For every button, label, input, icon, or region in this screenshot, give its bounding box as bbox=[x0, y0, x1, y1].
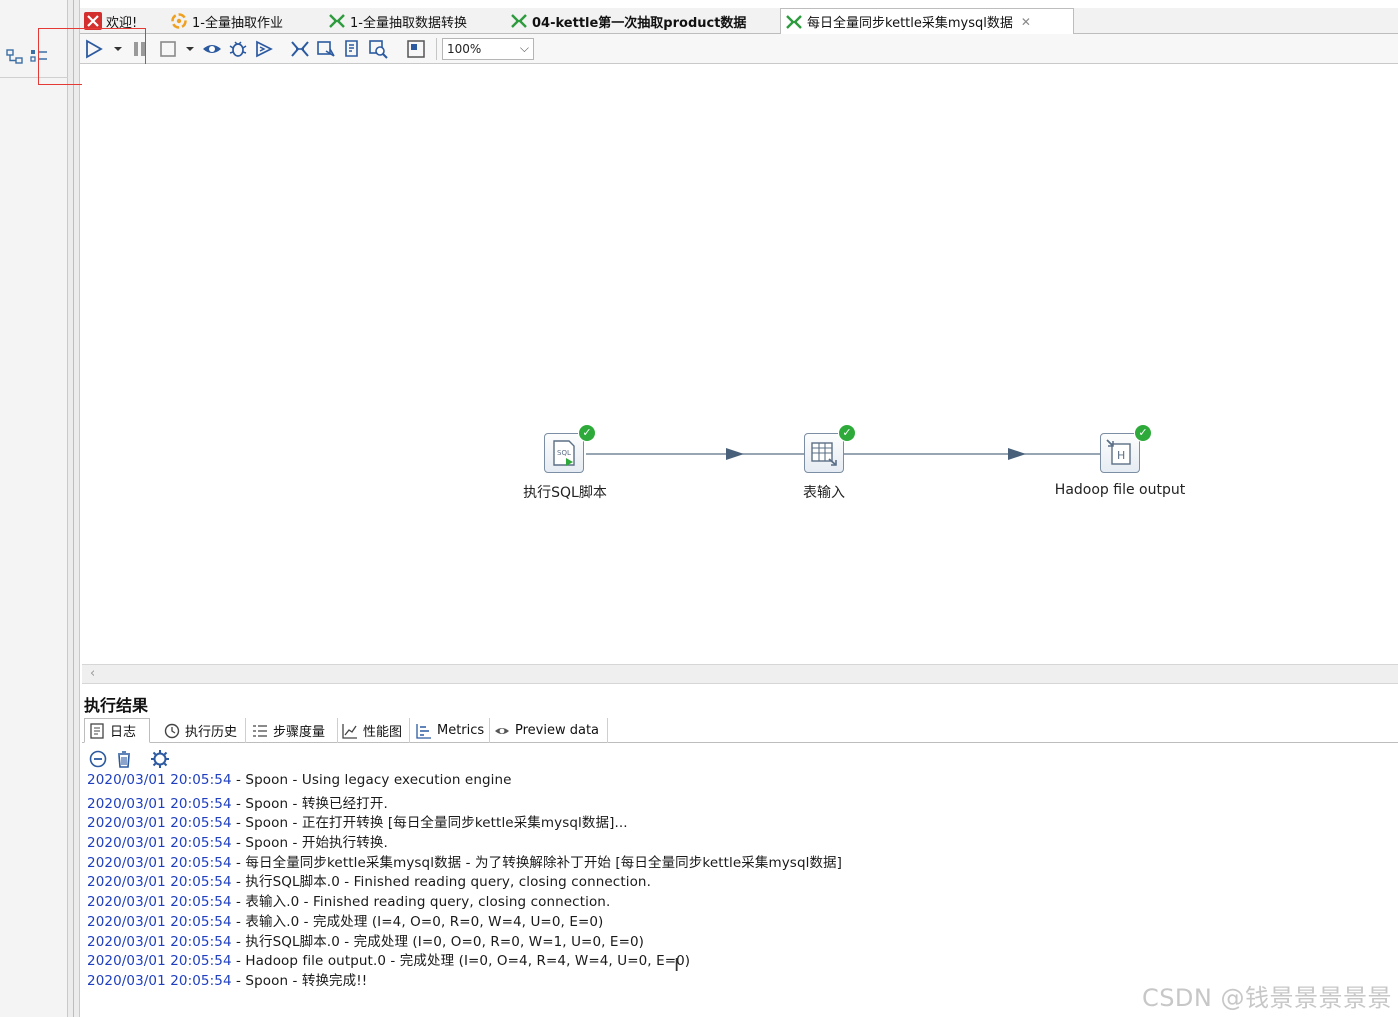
scroll-left-icon[interactable]: ‹ bbox=[90, 666, 96, 681]
tab-label: 1-全量抽取数据转换 bbox=[350, 15, 467, 31]
step-label: 执行SQL脚本 bbox=[523, 485, 607, 501]
stop-button[interactable] bbox=[158, 39, 178, 59]
replay-icon[interactable] bbox=[254, 39, 274, 59]
close-icon[interactable]: ✕ bbox=[1020, 14, 1031, 29]
log-toolbar bbox=[84, 746, 1398, 772]
tree-view-icon[interactable] bbox=[6, 48, 24, 66]
log-line: 2020/03/01 20:05:54 - 执行SQL脚本.0 - 完成处理 (… bbox=[87, 933, 645, 950]
panel-splitter[interactable] bbox=[68, 0, 80, 1017]
log-line: 2020/03/01 20:05:54 - 执行SQL脚本.0 - Finish… bbox=[87, 874, 651, 891]
hadoop-file-output-icon: H bbox=[1106, 439, 1131, 465]
step-metrics-icon bbox=[252, 723, 268, 739]
performance-graph-icon bbox=[342, 723, 358, 739]
log-line: 2020/03/01 20:05:54 - 表输入.0 - 完成处理 (I=4,… bbox=[87, 913, 604, 930]
tab-log[interactable]: 日志 bbox=[84, 718, 150, 743]
step-table-input[interactable] bbox=[804, 433, 844, 473]
tab-label: 日志 bbox=[110, 725, 137, 740]
log-icon bbox=[89, 722, 105, 739]
tab-label: Preview data bbox=[515, 723, 600, 738]
hide-inactive-icon[interactable] bbox=[88, 749, 108, 769]
editor-tab-bar: 欢迎! 1-全量抽取作业 1-全量抽取数据转换 04-kettle第一次抽取pr… bbox=[80, 8, 1398, 35]
tab-label: Metrics bbox=[437, 723, 485, 738]
success-check-icon: ✓ bbox=[578, 424, 596, 442]
log-settings-gear-icon[interactable] bbox=[150, 749, 170, 769]
tab-label: 执行历史 bbox=[185, 725, 238, 740]
tab-daily-full-sync[interactable]: 每日全量同步kettle采集mysql数据 ✕ bbox=[780, 8, 1074, 35]
chevron-down-icon: ⌵ bbox=[519, 41, 529, 55]
tab-label: 性能图 bbox=[363, 725, 403, 740]
preview-eye-icon[interactable] bbox=[202, 39, 222, 59]
success-check-icon: ✓ bbox=[1134, 424, 1152, 442]
left-panel bbox=[0, 0, 68, 1017]
toolbar-separator bbox=[436, 38, 437, 60]
log-line: 2020/03/01 20:05:54 - 表输入.0 - Finished r… bbox=[87, 894, 611, 911]
svg-text:SQL: SQL bbox=[557, 449, 571, 457]
impact-analysis-icon[interactable] bbox=[316, 39, 336, 59]
verify-transformation-icon[interactable] bbox=[290, 39, 310, 59]
text-cursor-icon: I bbox=[674, 955, 680, 976]
tab-label: 欢迎! bbox=[106, 15, 138, 31]
run-button[interactable] bbox=[84, 39, 104, 59]
tab-performance-graph[interactable]: 性能图 bbox=[338, 718, 410, 743]
tab-step-metrics[interactable]: 步骤度量 bbox=[248, 718, 338, 743]
clear-log-trash-icon[interactable] bbox=[114, 749, 134, 769]
log-line: 2020/03/01 20:05:54 - Hadoop file output… bbox=[87, 953, 691, 970]
explore-database-icon[interactable] bbox=[368, 39, 388, 59]
step-execute-sql[interactable]: SQL bbox=[544, 433, 584, 473]
tab-label: 每日全量同步kettle采集mysql数据 bbox=[807, 16, 1013, 31]
tab-full-extract-job[interactable]: 1-全量抽取作业 bbox=[166, 8, 322, 34]
step-label: 表输入 bbox=[803, 485, 845, 501]
preview-eye-icon bbox=[494, 723, 510, 739]
hop-connections bbox=[586, 448, 1100, 460]
job-icon bbox=[170, 12, 188, 30]
history-icon bbox=[164, 723, 180, 739]
log-line: 2020/03/01 20:05:54 - Spoon - 开始执行转换. bbox=[87, 835, 388, 852]
metrics-icon bbox=[416, 723, 432, 739]
execution-results-title: 执行结果 bbox=[84, 696, 149, 715]
log-line: 2020/03/01 20:05:54 - 每日全量同步kettle采集mysq… bbox=[87, 854, 843, 871]
tab-label: 1-全量抽取作业 bbox=[192, 15, 283, 31]
generate-sql-icon[interactable] bbox=[342, 39, 362, 59]
transformation-icon bbox=[785, 13, 803, 31]
step-hadoop-file-output[interactable]: H bbox=[1100, 433, 1140, 473]
tab-first-extract-product[interactable]: 04-kettle第一次抽取product数据 bbox=[506, 8, 778, 34]
results-tab-bar: 日志 执行历史 步骤度量 性能图 Metrics Preview data bbox=[82, 718, 1398, 743]
canvas-horizontal-scrollbar[interactable]: ‹ bbox=[82, 664, 1398, 684]
zoom-select[interactable]: 100% ⌵ bbox=[442, 38, 534, 60]
tab-full-extract-transformation[interactable]: 1-全量抽取数据转换 bbox=[324, 8, 504, 34]
tab-execution-history[interactable]: 执行历史 bbox=[160, 718, 246, 743]
log-line: 2020/03/01 20:05:54 - Spoon - Using lega… bbox=[87, 772, 512, 788]
transformation-icon bbox=[328, 12, 346, 30]
pause-button[interactable] bbox=[130, 39, 150, 59]
hop-arrow bbox=[1008, 448, 1026, 460]
transformation-icon bbox=[510, 12, 528, 30]
watermark: CSDN @钱景景景景景 bbox=[1141, 984, 1392, 1012]
zoom-value: 100% bbox=[447, 42, 482, 56]
debug-bug-icon[interactable] bbox=[228, 39, 248, 59]
log-line: 2020/03/01 20:05:54 - Spoon - 转换已经打开. bbox=[87, 795, 388, 812]
log-line: 2020/03/01 20:05:54 - Spoon - 转换完成!! bbox=[87, 972, 368, 989]
list-view-icon[interactable] bbox=[30, 48, 48, 66]
stop-options-dropdown[interactable] bbox=[180, 39, 194, 59]
svg-text:H: H bbox=[1117, 449, 1125, 462]
sql-script-icon: SQL bbox=[553, 440, 575, 466]
tab-welcome[interactable]: 欢迎! bbox=[80, 8, 166, 34]
kettle-logo-icon bbox=[84, 12, 102, 30]
success-check-icon: ✓ bbox=[838, 424, 856, 442]
hop-arrow bbox=[726, 448, 744, 460]
execution-log[interactable]: 2020/03/01 20:05:54 - Spoon - Using lega… bbox=[87, 772, 1387, 989]
transformation-toolbar: 100% ⌵ bbox=[80, 34, 1398, 64]
step-label: Hadoop file output bbox=[1054, 482, 1186, 498]
tab-label: 步骤度量 bbox=[273, 725, 326, 740]
tab-metrics[interactable]: Metrics bbox=[412, 718, 490, 743]
transformation-canvas[interactable]: SQL ✓ 执行SQL脚本 ✓ 表输入 H ✓ Hadoop file outp… bbox=[82, 64, 1398, 666]
table-input-icon bbox=[811, 442, 837, 466]
run-options-dropdown[interactable] bbox=[108, 39, 122, 59]
tab-preview-data[interactable]: Preview data bbox=[490, 718, 608, 743]
tab-label: 04-kettle第一次抽取product数据 bbox=[532, 15, 747, 31]
left-panel-toolbar bbox=[0, 36, 68, 78]
show-results-icon[interactable] bbox=[406, 39, 426, 59]
log-line: 2020/03/01 20:05:54 - Spoon - 正在打开转换 [每日… bbox=[87, 815, 628, 832]
